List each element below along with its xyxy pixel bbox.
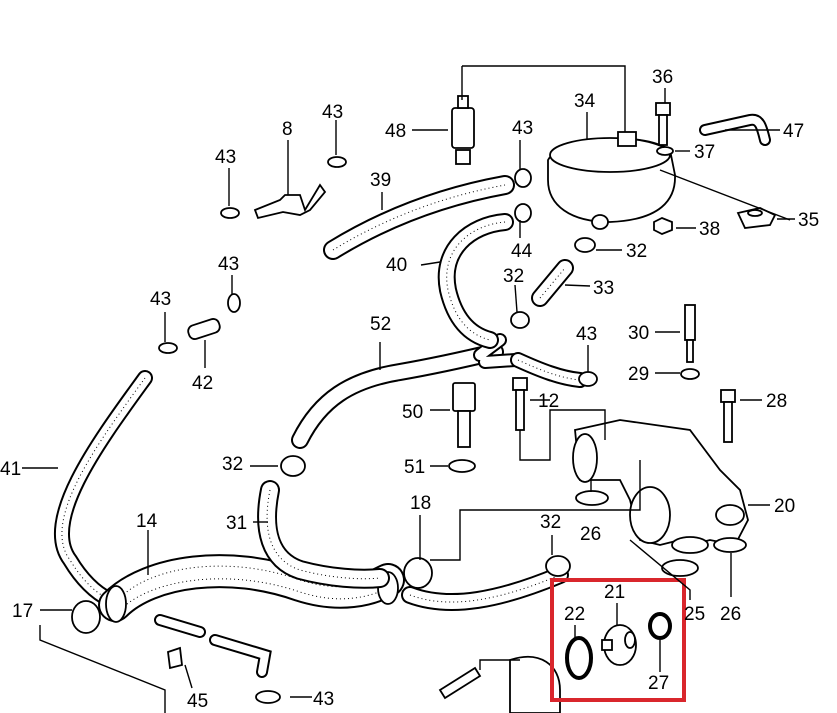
label-36: 36 — [652, 67, 673, 88]
housing-20 — [572, 419, 749, 554]
nut-38 — [653, 217, 673, 235]
sensor-30 — [684, 304, 696, 363]
hose-33 — [531, 259, 574, 307]
connector-42 — [187, 318, 221, 340]
label-25: 25 — [684, 604, 705, 625]
hose-lower-right — [401, 566, 569, 612]
label-35: 35 — [798, 210, 819, 231]
label-20: 20 — [774, 496, 795, 517]
label-43a: 43 — [215, 147, 236, 168]
label-37: 37 — [694, 142, 715, 163]
label-38: 38 — [699, 219, 720, 240]
label-12: 12 — [538, 391, 559, 412]
label-51: 51 — [404, 457, 425, 478]
clamps — [71, 156, 598, 704]
label-8: 8 — [282, 119, 293, 140]
label-50: 50 — [402, 402, 423, 423]
label-40: 40 — [386, 255, 407, 276]
washer-29 — [680, 368, 700, 380]
label-33: 33 — [593, 278, 614, 299]
label-32b: 32 — [503, 266, 524, 287]
label-41: 41 — [0, 459, 21, 480]
hose-47 — [699, 113, 771, 146]
clip-45 — [167, 646, 183, 670]
hose-39 — [323, 175, 515, 260]
hose-52 — [291, 333, 522, 449]
label-44: 44 — [511, 241, 533, 262]
hose-41 — [53, 370, 153, 608]
bolt-28 — [720, 389, 736, 443]
label-43e: 43 — [512, 118, 533, 139]
label-43b: 43 — [322, 102, 343, 123]
label-26a: 26 — [580, 524, 601, 545]
leader-lines — [22, 65, 795, 713]
label-43c: 43 — [218, 254, 239, 275]
label-17: 17 — [12, 601, 33, 622]
label-30: 30 — [628, 323, 649, 344]
hose-small-bottom — [154, 614, 272, 678]
hose-40 — [437, 213, 588, 388]
label-32d: 32 — [540, 512, 561, 533]
filter-48 — [451, 95, 475, 165]
label-32c: 32 — [222, 454, 243, 475]
label-39: 39 — [370, 170, 391, 191]
reservoir-34 — [547, 131, 676, 230]
washer-51 — [448, 459, 476, 473]
bolt-bottom — [438, 666, 482, 700]
label-18: 18 — [410, 493, 431, 514]
thermostat-21 — [601, 624, 637, 666]
label-22: 22 — [564, 604, 585, 625]
label-29: 29 — [628, 364, 649, 385]
label-43f: 43 — [576, 324, 597, 345]
label-14: 14 — [136, 511, 158, 532]
bolt-36 — [655, 102, 671, 146]
label-21: 21 — [604, 582, 625, 603]
seal-22 — [565, 636, 593, 680]
hose-31 — [257, 480, 390, 589]
label-42: 42 — [192, 373, 213, 394]
label-32a: 32 — [626, 241, 647, 262]
part-labels: 8 43 43 43 43 43 43 43 48 39 40 44 34 36… — [0, 67, 819, 712]
label-43g: 43 — [313, 689, 334, 710]
gasket-26b — [713, 537, 747, 553]
valve-8 — [253, 183, 327, 220]
washer-37 — [656, 146, 674, 156]
highlight-box — [550, 578, 686, 702]
sensor-50 — [452, 382, 476, 448]
label-52: 52 — [370, 314, 391, 335]
label-47: 47 — [783, 121, 804, 142]
label-34: 34 — [574, 91, 596, 112]
label-31: 31 — [226, 513, 247, 534]
mount-35 — [736, 207, 777, 229]
ring-27 — [648, 612, 672, 640]
gasket-25 — [661, 559, 699, 577]
label-45: 45 — [187, 691, 208, 712]
label-43d: 43 — [150, 289, 171, 310]
gasket-26a — [575, 490, 609, 506]
label-27: 27 — [648, 673, 669, 694]
label-28: 28 — [766, 391, 787, 412]
label-48: 48 — [385, 121, 406, 142]
bolt-12 — [512, 377, 528, 431]
label-26b: 26 — [720, 604, 741, 625]
